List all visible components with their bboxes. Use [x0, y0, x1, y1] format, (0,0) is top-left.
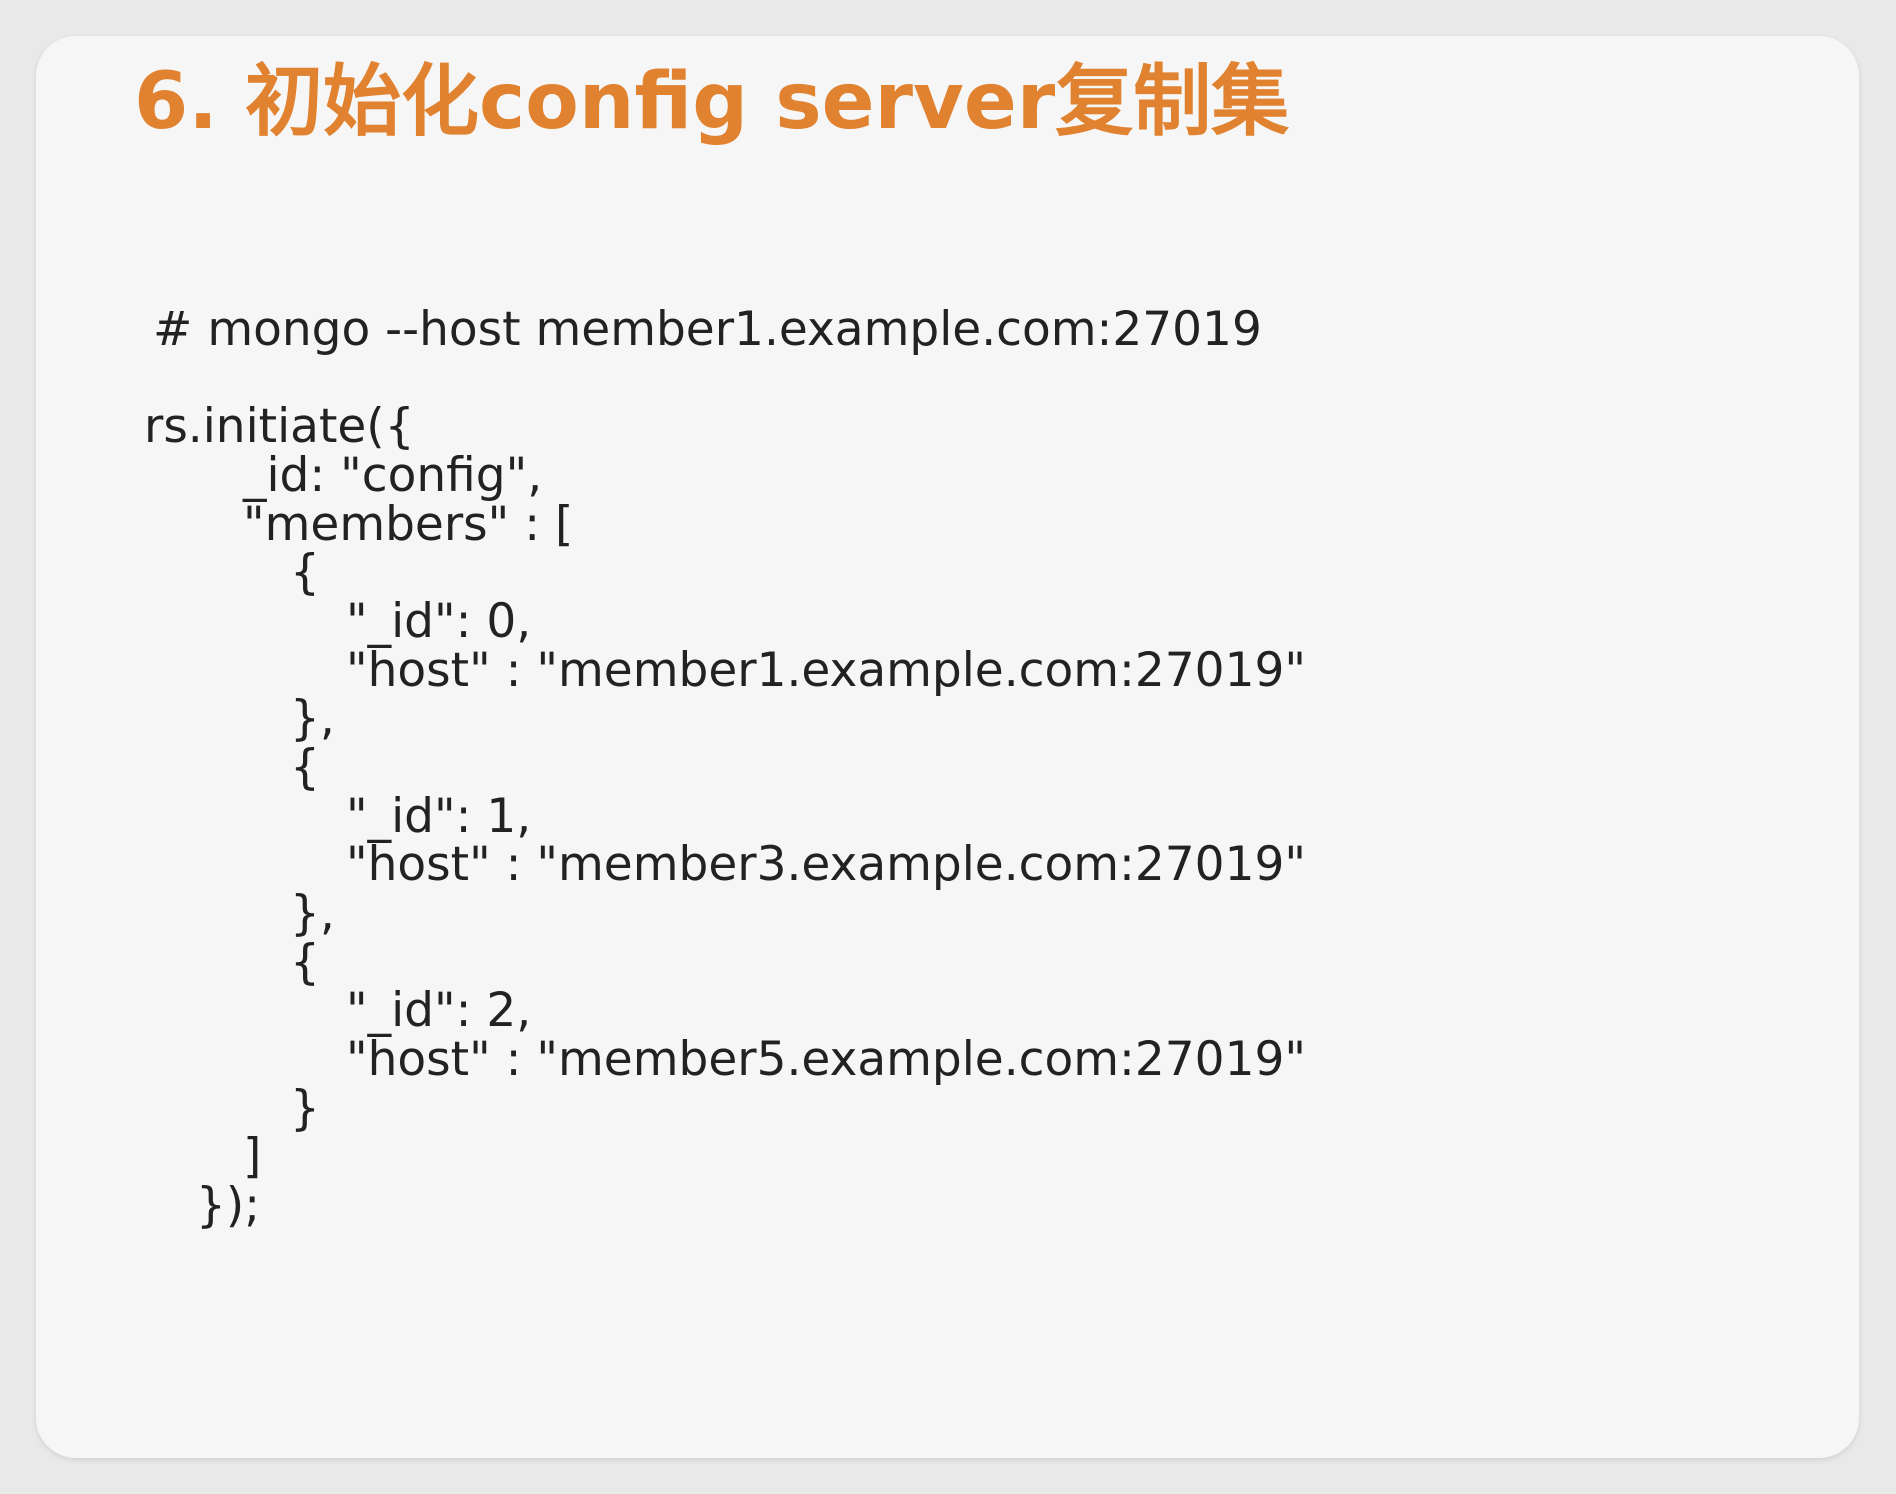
code-line-close-bracket: ]	[243, 1129, 262, 1184]
code-line-member-id-1: "_id": 1,	[346, 789, 532, 844]
code-line-member-host-1: "host" : "member3.example.com:27019"	[346, 837, 1307, 892]
code-line-close-call: });	[196, 1178, 261, 1233]
code-line-member-host-2: "host" : "member5.example.com:27019"	[346, 1032, 1307, 1087]
code-line-id-config: _id: "config",	[243, 448, 543, 503]
code-line-close-brace-0: },	[290, 691, 335, 746]
code-line-members: "members" : [	[243, 497, 574, 552]
code-line-close-brace-1: },	[290, 886, 335, 941]
code-line-member-id-0: "_id": 0,	[346, 594, 532, 649]
code-line-close-brace-2: }	[290, 1081, 320, 1136]
code-line-open-brace-0: {	[290, 545, 320, 600]
code-line-member-host-0: "host" : "member1.example.com:27019"	[346, 643, 1307, 698]
shell-command-line: # mongo --host member1.example.com:27019	[153, 302, 1262, 357]
code-line-member-id-2: "_id": 2,	[346, 983, 532, 1038]
code-line-rs-initiate: rs.initiate({	[144, 399, 415, 454]
slide-title: 6. 初始化config server复制集	[134, 57, 1290, 147]
code-line-open-brace-2: {	[290, 935, 320, 990]
code-line-open-brace-1: {	[290, 740, 320, 795]
slide: 6. 初始化config server复制集 # mongo --host me…	[36, 36, 1859, 1458]
